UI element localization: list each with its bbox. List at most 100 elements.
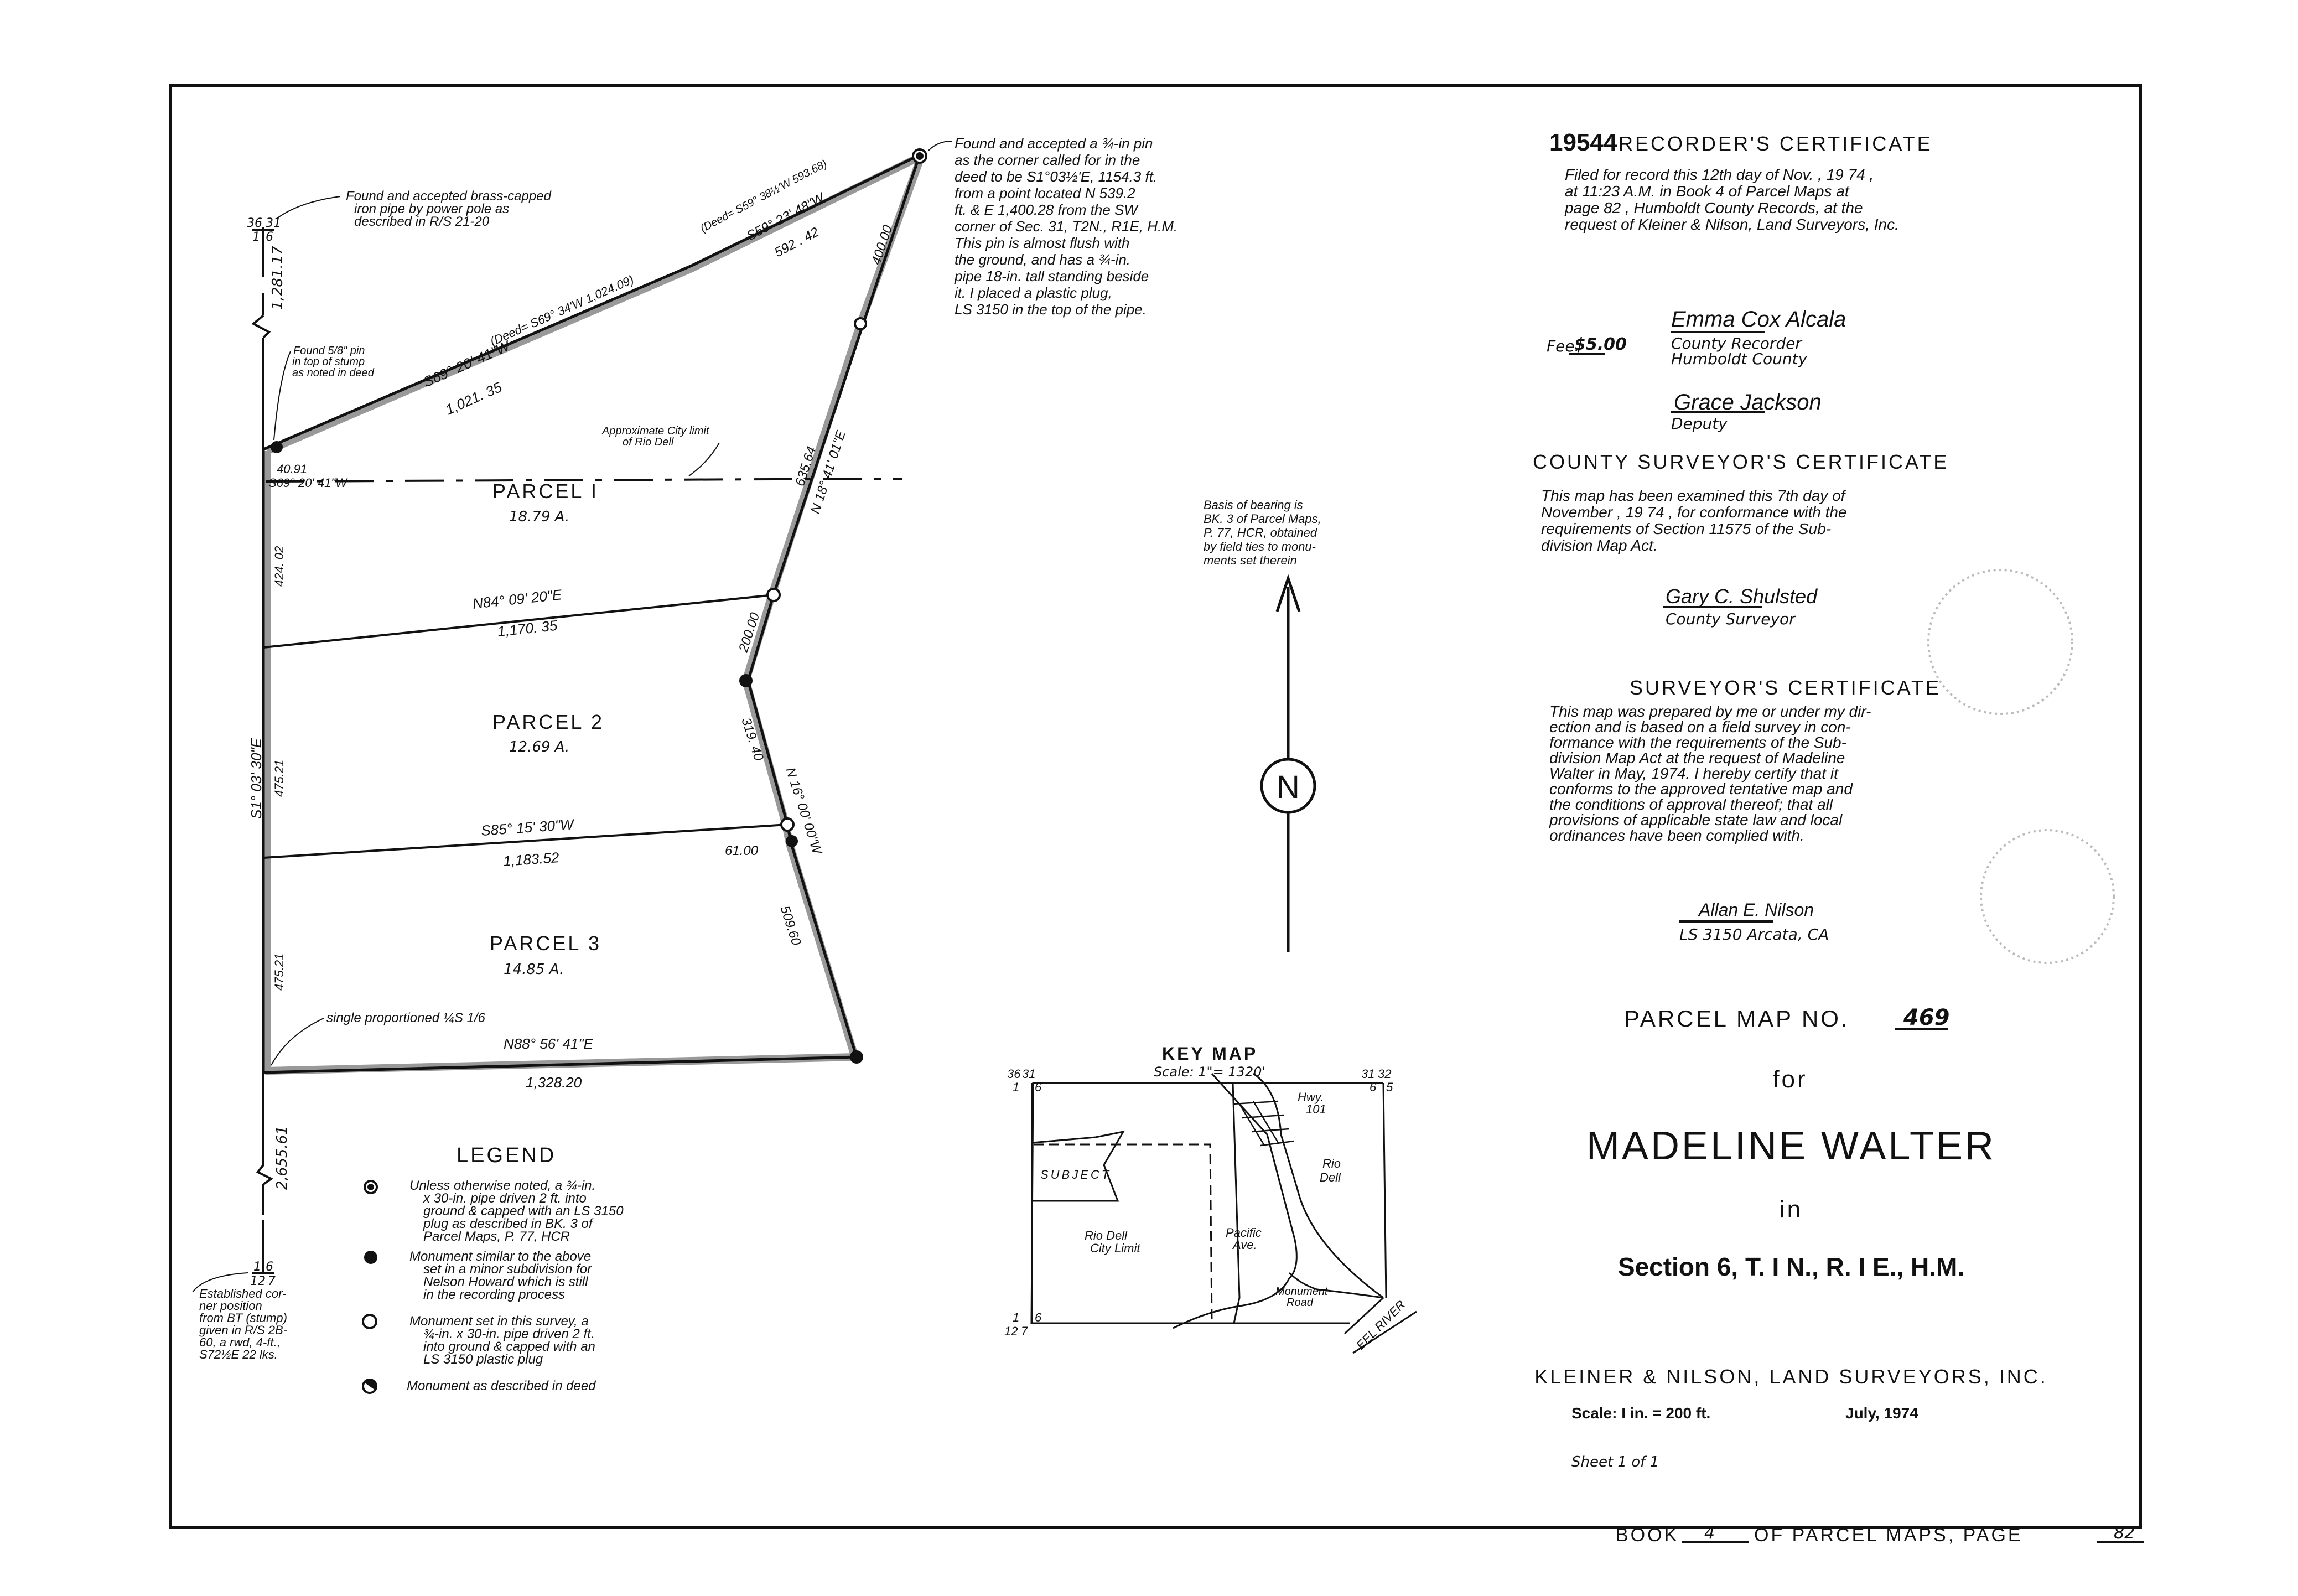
svg-text:592 . 42: 592 . 42	[772, 225, 821, 261]
svg-text:given in R/S 2B-: given in R/S 2B-	[199, 1323, 287, 1337]
svg-text:Monument similar to the above: Monument similar to the above	[409, 1249, 591, 1264]
svg-text:Approximate City limit: Approximate City limit	[601, 425, 710, 437]
svg-text:32: 32	[1378, 1067, 1391, 1081]
svg-text:Found and accepted a ¾-in pin: Found and accepted a ¾-in pin	[955, 135, 1153, 152]
svg-text:31: 31	[1022, 1067, 1035, 1081]
svg-text:36: 36	[1007, 1067, 1021, 1081]
surveyors-heading: SURVEYOR'S CERTIFICATE	[1630, 676, 1941, 699]
parcel-3-label: PARCEL 3	[490, 932, 601, 955]
svg-text:request of Kleiner & Nilson, L: request of Kleiner & Nilson, Land Survey…	[1565, 216, 1899, 233]
svg-text:Found and accepted brass-cappe: Found and accepted brass-capped	[346, 189, 552, 204]
key-map-scale: Scale: 1"= 1320'	[1154, 1064, 1265, 1080]
county-surveyor-signature: Gary C. Shulsted	[1666, 585, 1818, 608]
svg-text:1: 1	[1013, 1080, 1019, 1094]
svg-text:single proportioned ¼S 1/6: single proportioned ¼S 1/6	[326, 1011, 486, 1025]
svg-text:Rio: Rio	[1322, 1157, 1341, 1170]
svg-text:Monument: Monument	[1275, 1286, 1329, 1298]
key-map: KEY MAP Scale: 1"= 1320' 36 31	[1004, 1044, 1417, 1354]
svg-text:in: in	[1780, 1196, 1803, 1223]
svg-text:x 30-in. pipe driven 2 ft. int: x 30-in. pipe driven 2 ft. into	[423, 1191, 587, 1206]
note-established-corner: Established cor- ner position from BT (s…	[192, 1272, 287, 1361]
note-corner-pin: Found and accepted a ¾-in pin as the cor…	[928, 135, 1177, 318]
svg-text:division Map Act.: division Map Act.	[1541, 537, 1658, 554]
svg-text:1,170. 35: 1,170. 35	[496, 617, 558, 640]
svg-text:475.21: 475.21	[272, 760, 286, 797]
owner-name: MADELINE WALTER	[1586, 1124, 1996, 1168]
svg-text:by field ties to monu-: by field ties to monu-	[1204, 540, 1316, 553]
svg-text:EEL RIVER: EEL RIVER	[1353, 1298, 1408, 1353]
north-arrow: N	[1260, 574, 1316, 952]
recording-number: 19544	[1549, 129, 1617, 156]
surveyor-signature: Allan E. Nilson	[1698, 900, 1814, 920]
county-seal	[1927, 569, 2073, 715]
svg-text:conforms to the approved tenta: conforms to the approved tentative map a…	[1549, 780, 1853, 797]
date-text: July, 1974	[1845, 1405, 1918, 1422]
svg-text:6: 6	[1035, 1310, 1042, 1324]
svg-text:509.60: 509.60	[777, 904, 804, 948]
section-corner-top: 36 31 1 6	[247, 216, 281, 244]
svg-text:36: 36	[247, 216, 262, 230]
svg-text:Humboldt County: Humboldt County	[1671, 350, 1808, 368]
legend-heading: LEGEND	[457, 1144, 556, 1167]
svg-text:¾-in. x 30-in. pipe driven 2 f: ¾-in. x 30-in. pipe driven 2 ft.	[423, 1326, 595, 1341]
svg-text:pipe 18-in. tall standing besi: pipe 18-in. tall standing beside	[954, 268, 1149, 284]
svg-text:This map was prepared by me or: This map was prepared by me or under my …	[1549, 703, 1871, 720]
svg-text:7: 7	[1021, 1324, 1028, 1338]
svg-text:BK. 3 of Parcel Maps,: BK. 3 of Parcel Maps,	[1204, 512, 1321, 526]
north-arrow-circle-icon	[1260, 758, 1316, 814]
svg-text:1,183.52: 1,183.52	[502, 849, 560, 869]
recorder-signature: Emma Cox Alcala	[1671, 307, 1846, 331]
svg-text:City Limit: City Limit	[1090, 1241, 1140, 1255]
svg-text:475.21: 475.21	[272, 954, 286, 991]
parcel-map-label: PARCEL MAP NO.	[1624, 1006, 1850, 1032]
monument-mid-ne	[854, 317, 867, 330]
legend-item-open-circle: Monument set in this survey, a ¾-in. x 3…	[362, 1314, 595, 1367]
svg-text:County Surveyor: County Surveyor	[1666, 610, 1796, 628]
note-single-proportioned: single proportioned ¼S 1/6	[271, 1011, 486, 1066]
svg-text:OF PARCEL MAPS, PAGE: OF PARCEL MAPS, PAGE	[1754, 1525, 2023, 1546]
svg-text:S85° 15' 30"W: S85° 15' 30"W	[480, 816, 575, 839]
filled-circle-icon	[364, 1251, 377, 1264]
svg-text:Pacific: Pacific	[1226, 1226, 1262, 1240]
svg-text:7: 7	[268, 1274, 276, 1288]
svg-text:LS 3150 plastic plug: LS 3150 plastic plug	[423, 1352, 543, 1367]
svg-text:Unless otherwise noted, a ¾-in: Unless otherwise noted, a ¾-in.	[409, 1178, 595, 1193]
location: Section 6, T. I N., R. I E., H.M.	[1618, 1252, 1964, 1281]
svg-text:as the corner called for in th: as the corner called for in the	[955, 152, 1140, 168]
svg-text:Road: Road	[1287, 1297, 1314, 1309]
svg-text:N88° 56' 41"E: N88° 56' 41"E	[504, 1035, 594, 1052]
svg-text:1: 1	[1013, 1310, 1019, 1324]
svg-text:1: 1	[252, 230, 260, 244]
svg-text:described in R/S 21-20: described in R/S 21-20	[354, 214, 490, 229]
svg-text:as noted in deed: as noted in deed	[292, 367, 375, 379]
svg-text:ordinances have been complied: ordinances have been complied with.	[1549, 827, 1804, 844]
svg-text:County Recorder: County Recorder	[1671, 334, 1802, 353]
svg-text:the conditions of approval the: the conditions of approval thereof; that…	[1549, 796, 1833, 813]
parcel-1-label: PARCEL I	[492, 480, 599, 502]
svg-text:(Deed= S69° 34'W 1,024.09): (Deed= S69° 34'W 1,024.09)	[488, 272, 636, 348]
section-corner-bottom: 1 6 12 7	[250, 1260, 276, 1288]
svg-text:ments set therein: ments set therein	[1204, 553, 1297, 567]
svg-text:from BT (stump): from BT (stump)	[199, 1311, 287, 1325]
note-basis-of-bearing: Basis of bearing is BK. 3 of Parcel Maps…	[1204, 498, 1321, 567]
recorders-certificate: 19544 RECORDER'S CERTIFICATE Filed for r…	[1547, 129, 1933, 433]
svg-text:SUBJECT: SUBJECT	[1040, 1168, 1111, 1182]
county-surveyors-heading: COUNTY SURVEYOR'S CERTIFICATE	[1533, 450, 1949, 473]
svg-text:1,328.20: 1,328.20	[526, 1074, 582, 1091]
recorders-certificate-heading: RECORDER'S CERTIFICATE	[1619, 132, 1933, 155]
parcel-1-area: 18.79 A.	[509, 509, 569, 525]
fee-value: $5.00	[1574, 335, 1627, 354]
parcel-line-2-3	[263, 823, 788, 859]
svg-text:82: 82	[2114, 1524, 2135, 1543]
svg-text:of Rio Dell: of Rio Dell	[623, 436, 674, 448]
svg-text:N: N	[1277, 769, 1300, 805]
svg-text:P. 77, HCR, obtained: P. 77, HCR, obtained	[1204, 526, 1317, 540]
svg-text:6: 6	[266, 1260, 273, 1274]
surveyor-seal	[1980, 829, 2115, 964]
half-circle-icon	[362, 1379, 377, 1394]
svg-text:S72½E 22 lks.: S72½E 22 lks.	[199, 1348, 278, 1361]
svg-text:it. I placed a plastic plug,: it. I placed a plastic plug,	[955, 284, 1112, 301]
note-pin-stump: Found 5/8" pin in top of stump as noted …	[273, 345, 375, 441]
fee-label: Fee:	[1547, 337, 1580, 355]
